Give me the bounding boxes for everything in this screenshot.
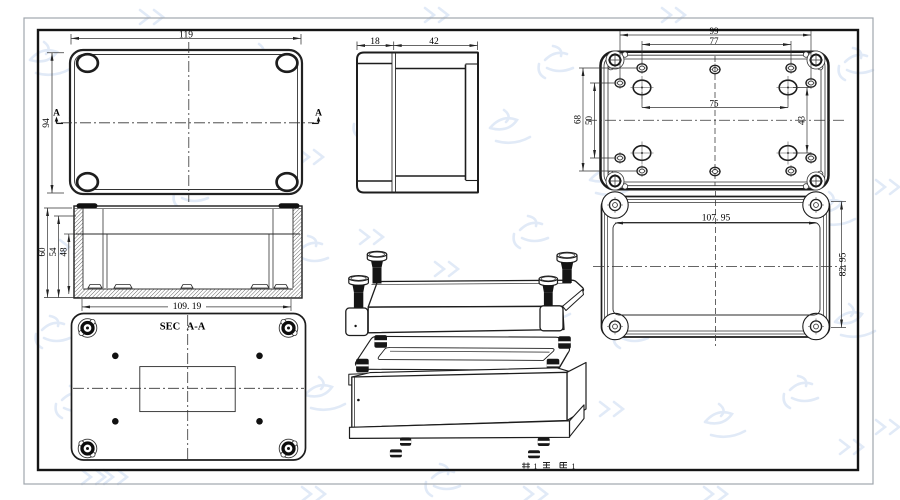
svg-text:82. 95: 82. 95: [839, 252, 849, 276]
svg-text:48: 48: [58, 247, 68, 257]
svg-text:43: 43: [797, 116, 807, 126]
svg-text:94: 94: [42, 118, 52, 128]
svg-text:SEC: SEC: [160, 322, 180, 333]
svg-text:77: 77: [710, 36, 720, 46]
svg-text:42: 42: [429, 37, 439, 47]
svg-text:60: 60: [37, 247, 47, 257]
svg-text:1: 1: [572, 462, 576, 471]
svg-text:54: 54: [48, 247, 58, 257]
svg-text:A-A: A-A: [187, 322, 206, 333]
svg-text:75: 75: [710, 98, 720, 108]
svg-text:119: 119: [179, 30, 193, 40]
svg-text:A: A: [53, 109, 60, 119]
svg-text:109. 19: 109. 19: [173, 302, 202, 312]
svg-text:1: 1: [534, 462, 538, 471]
svg-text:68: 68: [573, 115, 583, 125]
svg-text:50: 50: [584, 116, 594, 126]
svg-text:99: 99: [710, 26, 720, 36]
svg-text:18: 18: [370, 37, 380, 47]
svg-text:A: A: [315, 109, 322, 119]
svg-text:107. 95: 107. 95: [702, 214, 731, 224]
